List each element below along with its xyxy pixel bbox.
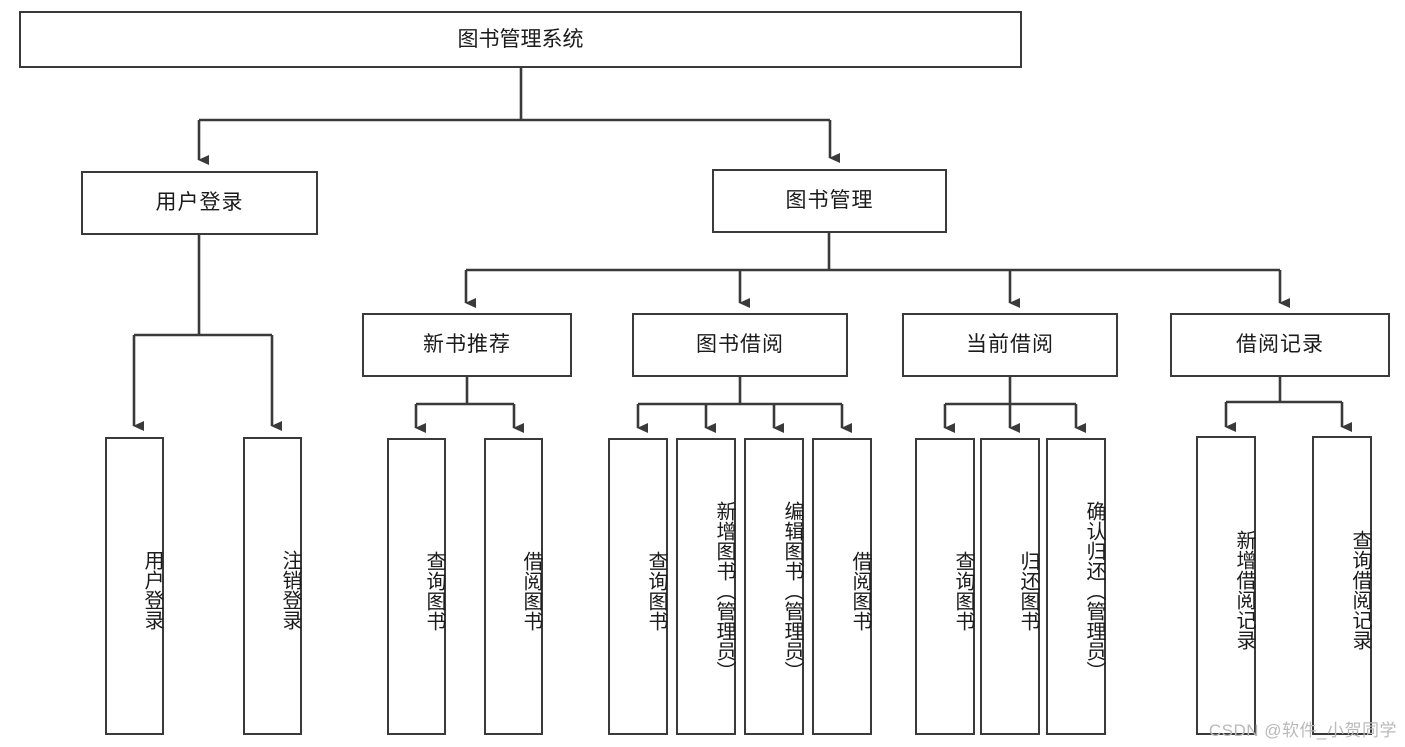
- leaf-borrow-record-1[interactable]: 查询借阅记录: [1312, 436, 1372, 735]
- node-book-management[interactable]: 图书管理: [712, 169, 947, 233]
- leaf-label: 编辑图书（管理员）: [781, 500, 803, 681]
- node-book-management-label: 图书管理: [785, 189, 874, 213]
- node-new-book-recommend-label: 新书推荐: [423, 333, 511, 357]
- leaf-label: 归还图书: [1017, 550, 1039, 631]
- node-user-login[interactable]: 用户登录: [81, 171, 318, 235]
- leaf-new-book-1[interactable]: 借阅图书: [484, 438, 543, 735]
- leaf-label: 借阅图书: [520, 550, 542, 631]
- node-root-label: 图书管理系统: [457, 27, 584, 51]
- leaf-current-borrow-1[interactable]: 归还图书: [980, 438, 1040, 735]
- node-root[interactable]: 图书管理系统: [19, 11, 1022, 68]
- leaf-user-login-0[interactable]: 用户登录: [105, 437, 164, 735]
- leaf-label: 查询图书: [952, 550, 974, 631]
- leaf-label: 查询借阅记录: [1349, 529, 1371, 650]
- node-borrow-record[interactable]: 借阅记录: [1170, 313, 1390, 377]
- node-user-login-label: 用户登录: [155, 191, 244, 215]
- leaf-label: 用户登录: [141, 550, 163, 630]
- leaf-user-login-1[interactable]: 注销登录: [243, 437, 302, 735]
- leaf-label: 确认归还（管理员）: [1083, 500, 1105, 681]
- node-new-book-recommend[interactable]: 新书推荐: [362, 313, 572, 377]
- leaf-current-borrow-0[interactable]: 查询图书: [915, 438, 975, 735]
- leaf-new-book-0[interactable]: 查询图书: [387, 438, 446, 735]
- leaf-label: 新增图书（管理员）: [713, 500, 735, 681]
- leaf-current-borrow-2[interactable]: 确认归还（管理员）: [1046, 438, 1106, 735]
- node-book-borrow-label: 图书借阅: [696, 333, 784, 357]
- leaf-book-borrow-3[interactable]: 借阅图书: [812, 438, 872, 735]
- leaf-book-borrow-2[interactable]: 编辑图书（管理员）: [744, 438, 804, 735]
- leaf-book-borrow-0[interactable]: 查询图书: [608, 438, 668, 735]
- leaf-label: 查询图书: [645, 550, 667, 631]
- node-borrow-record-label: 借阅记录: [1236, 333, 1324, 357]
- node-current-borrow[interactable]: 当前借阅: [902, 313, 1118, 377]
- leaf-book-borrow-1[interactable]: 新增图书（管理员）: [676, 438, 736, 735]
- leaf-label: 新增借阅记录: [1233, 529, 1255, 650]
- leaf-label: 注销登录: [279, 550, 301, 630]
- leaf-label: 查询图书: [423, 550, 445, 631]
- node-book-borrow[interactable]: 图书借阅: [632, 313, 848, 377]
- leaf-borrow-record-0[interactable]: 新增借阅记录: [1196, 436, 1256, 735]
- leaf-label: 借阅图书: [849, 550, 871, 631]
- node-current-borrow-label: 当前借阅: [966, 333, 1054, 357]
